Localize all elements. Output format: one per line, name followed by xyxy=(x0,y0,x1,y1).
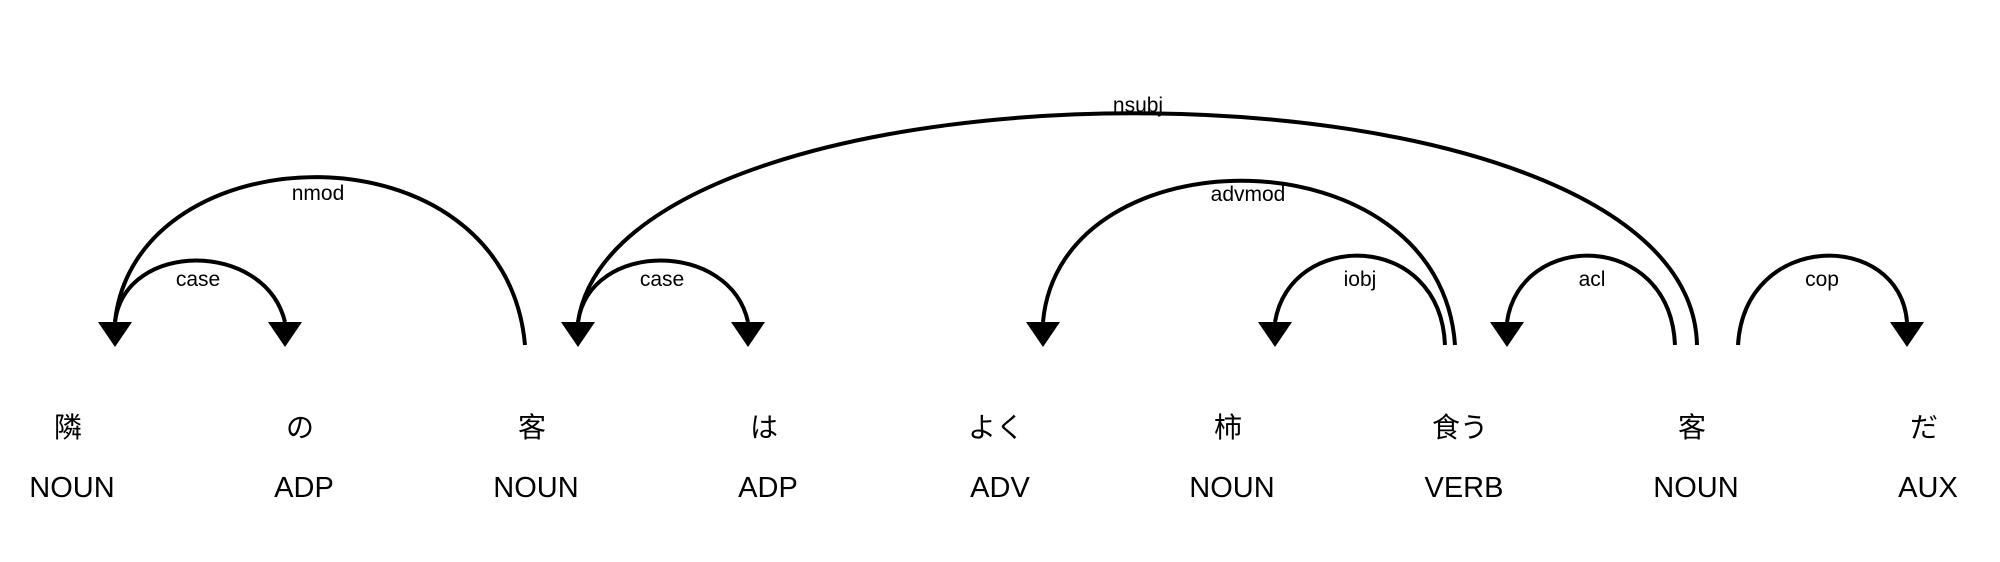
token-8: だ AUX xyxy=(1898,411,1958,504)
arc-label: iobj xyxy=(1344,268,1377,291)
arc-case-2: case xyxy=(576,258,765,347)
arc-nsubj: nsubj xyxy=(561,94,1699,347)
token-2: 客 NOUN xyxy=(493,411,578,504)
arc-path xyxy=(113,258,287,323)
token-word: は xyxy=(750,411,778,444)
token-word: 隣 xyxy=(54,411,82,444)
token-pos-tag: NOUN xyxy=(1189,472,1274,504)
token-7: 客 NOUN xyxy=(1653,411,1738,504)
token-word: の xyxy=(286,411,314,444)
arc-nmod: nmod xyxy=(98,175,527,347)
arrowhead xyxy=(268,322,302,347)
arrowhead xyxy=(1258,322,1292,347)
arc-path xyxy=(1505,253,1677,346)
token-pos-tag: ADV xyxy=(970,472,1030,504)
token-pos-tag: VERB xyxy=(1425,472,1504,504)
token-3: は ADP xyxy=(738,411,798,504)
token-word: 客 xyxy=(1678,411,1706,444)
arc-acl: acl xyxy=(1490,253,1677,347)
token-word: だ xyxy=(1910,411,1938,444)
token-word: 食う xyxy=(1432,411,1488,444)
token-word: よく xyxy=(968,411,1024,444)
arc-cop: cop xyxy=(1736,253,1924,347)
token-pos-tag: AUX xyxy=(1898,472,1958,504)
arc-case-1: case xyxy=(113,258,302,347)
token-pos-tag: NOUN xyxy=(493,472,578,504)
arc-path xyxy=(1736,253,1909,346)
token-pos-tag: ADP xyxy=(274,472,334,504)
arc-path xyxy=(1041,178,1457,346)
arc-label: nsubj xyxy=(1113,94,1163,117)
arrowhead xyxy=(98,322,132,347)
token-5: 柿 NOUN xyxy=(1189,411,1274,504)
arrowhead xyxy=(1026,322,1060,347)
arc-iobj: iobj xyxy=(1258,253,1447,347)
arc-label: cop xyxy=(1805,268,1839,291)
arc-path xyxy=(113,175,527,346)
token-pos-tag: NOUN xyxy=(29,472,114,504)
arrowhead xyxy=(1490,322,1524,347)
arc-path xyxy=(576,258,750,323)
token-6: 食う VERB xyxy=(1425,411,1504,504)
arc-path xyxy=(1273,253,1447,346)
token-0: 隣 NOUN xyxy=(29,411,114,504)
token-pos-tag: NOUN xyxy=(1653,472,1738,504)
arc-path xyxy=(576,111,1699,346)
arc-label: case xyxy=(176,268,220,291)
arrowhead xyxy=(1890,322,1924,347)
arc-advmod: advmod xyxy=(1026,178,1457,347)
token-word: 客 xyxy=(518,411,546,444)
token-4: よく ADV xyxy=(968,411,1030,504)
arc-label: nmod xyxy=(292,182,345,205)
token-1: の ADP xyxy=(274,411,334,504)
token-word: 柿 xyxy=(1214,411,1242,444)
arc-label: acl xyxy=(1579,268,1606,291)
arrowhead xyxy=(731,322,765,347)
arc-label: case xyxy=(640,268,684,291)
token-pos-tag: ADP xyxy=(738,472,798,504)
arrowhead xyxy=(561,322,595,347)
arc-label: advmod xyxy=(1211,183,1286,206)
